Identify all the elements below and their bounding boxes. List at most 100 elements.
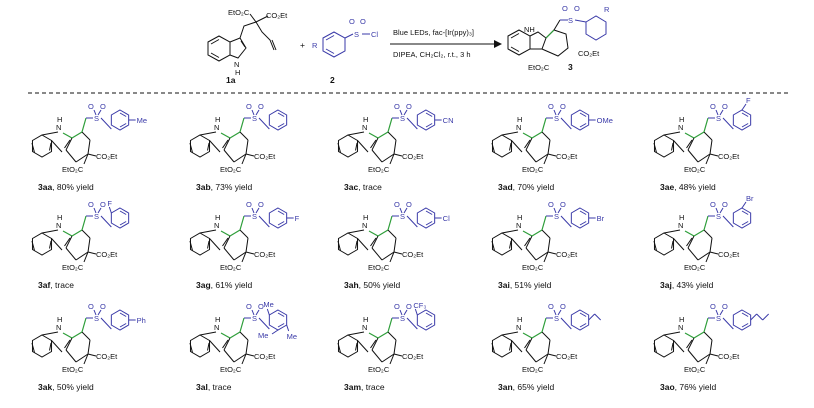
sulfonyl-o2-atom: O xyxy=(722,102,728,111)
ester-co2et-right: CO₂Et xyxy=(556,352,578,361)
compound-caption: 3ad, 70% yield xyxy=(498,182,555,192)
indole-benzene-ring xyxy=(491,134,513,158)
indole-h-atom: H xyxy=(215,315,220,324)
ester-co2et-right: CO₂Et xyxy=(402,352,424,361)
aryl-ring xyxy=(110,309,130,331)
indole-h-atom: H xyxy=(517,115,522,124)
ester-co2et-right: CO₂Et xyxy=(718,352,740,361)
sm1-compound-label: 1a xyxy=(226,75,236,85)
ester-eto2c-left: EtO₂C xyxy=(368,263,390,272)
compound-caption: 3an, 65% yield xyxy=(498,382,555,392)
sulfonyl-o2-atom: O xyxy=(100,200,106,209)
ester-eto2c-left: EtO₂C xyxy=(522,263,544,272)
compound-result: , 43% yield xyxy=(672,280,714,290)
product-r-group: R xyxy=(604,5,610,14)
aryl-ring xyxy=(732,309,752,331)
aryl-substituent: Br xyxy=(746,194,754,203)
aryl-substituent: Me xyxy=(137,116,147,125)
sulfonyl-o2-atom: O xyxy=(722,200,728,209)
aryl-substituent: F xyxy=(746,96,751,105)
indole-h-atom: H xyxy=(679,115,684,124)
ester-eto2c-left: EtO₂C xyxy=(522,165,544,174)
sulfonyl-o1-atom: O xyxy=(88,200,94,209)
compound-id: 3ag xyxy=(196,280,211,290)
compound-result: , 76% yield xyxy=(675,382,717,392)
ester-co2et-right: CO₂Et xyxy=(254,250,276,259)
compound-id: 3ao xyxy=(660,382,675,392)
sm2-compound-label: 2 xyxy=(330,75,335,85)
sulfonyl-s-atom: S xyxy=(716,314,721,323)
indole-n-atom: N xyxy=(56,221,61,230)
indole-h-atom: H xyxy=(517,213,522,222)
sulfonyl-o1-atom: O xyxy=(88,302,94,311)
indole-benzene-ring xyxy=(189,134,211,158)
compound-result: , 65% yield xyxy=(513,382,555,392)
aryl-substituent-para: Me xyxy=(287,332,297,341)
sm1-ester-left: EtO₂C xyxy=(228,8,250,17)
compound-caption: 3ae, 48% yield xyxy=(660,182,716,192)
sulfonyl-s-atom: S xyxy=(94,114,99,123)
compound-id: 3ai xyxy=(498,280,510,290)
compound-id: 3ab xyxy=(196,182,211,192)
aryl-ring xyxy=(268,109,288,131)
sulfonyl-o2-atom: O xyxy=(406,102,412,111)
aryl-substituent: Cl xyxy=(443,214,450,223)
plus-sign: + xyxy=(300,40,305,50)
compound-result: , trace xyxy=(361,382,385,392)
product-nh: NH xyxy=(524,25,535,34)
ester-eto2c-left: EtO₂C xyxy=(522,365,544,374)
indole-benzene-ring xyxy=(337,232,359,256)
ester-eto2c-left: EtO₂C xyxy=(684,165,706,174)
ester-co2et-right: CO₂Et xyxy=(254,152,276,161)
sulfonyl-s-atom: S xyxy=(252,314,257,323)
sulfonyl-o1-atom: O xyxy=(548,200,554,209)
compound-result: , 50% yield xyxy=(52,382,94,392)
compound-id: 3ad xyxy=(498,182,513,192)
compound-result: , 51% yield xyxy=(510,280,552,290)
sulfonyl-o2-atom: O xyxy=(258,200,264,209)
sulfonyl-s-atom: S xyxy=(554,314,559,323)
ester-co2et-right: CO₂Et xyxy=(96,250,118,259)
ester-eto2c-left: EtO₂C xyxy=(220,165,242,174)
indole-n-atom: N xyxy=(362,123,367,132)
ester-co2et-right: CO₂Et xyxy=(96,352,118,361)
sm1-h-label: H xyxy=(235,68,240,77)
indole-n-atom: N xyxy=(56,323,61,332)
ester-eto2c-left: EtO₂C xyxy=(220,365,242,374)
ester-eto2c-left: EtO₂C xyxy=(684,263,706,272)
compound-caption: 3ac, trace xyxy=(344,182,382,192)
sulfonyl-s-atom: S xyxy=(252,212,257,221)
ester-co2et-right: CO₂Et xyxy=(402,250,424,259)
ester-eto2c-left: EtO₂C xyxy=(62,165,84,174)
compound-result: , 48% yield xyxy=(674,182,716,192)
sulfonyl-o2-atom: O xyxy=(560,200,566,209)
indole-h-atom: H xyxy=(679,213,684,222)
compound-id: 3al xyxy=(196,382,208,392)
starting-material-2: R S O O Cl 2 xyxy=(312,17,378,85)
indole-h-atom: H xyxy=(57,115,62,124)
ester-co2et-right: CO₂Et xyxy=(96,152,118,161)
compound-result: , 73% yield xyxy=(211,182,253,192)
compound-caption: 3af, trace xyxy=(38,280,74,290)
indole-benzene-ring xyxy=(31,134,53,158)
indole-benzene-ring xyxy=(491,232,513,256)
compound-caption: 3ak, 50% yield xyxy=(38,382,94,392)
compound-caption: 3aj, 43% yield xyxy=(660,280,714,290)
sm2-o2: O xyxy=(360,17,366,26)
aryl-substituent: CN xyxy=(443,116,454,125)
sulfonyl-s-atom: S xyxy=(94,212,99,221)
indole-n-atom: N xyxy=(516,221,521,230)
aryl-substituent: CF₃ xyxy=(413,301,426,310)
sm1-ester-right: CO₂Et xyxy=(266,11,288,20)
aryl-substituent: Ph xyxy=(137,316,146,325)
sulfonyl-o2-atom: O xyxy=(100,102,106,111)
compound-result: , trace xyxy=(50,280,74,290)
